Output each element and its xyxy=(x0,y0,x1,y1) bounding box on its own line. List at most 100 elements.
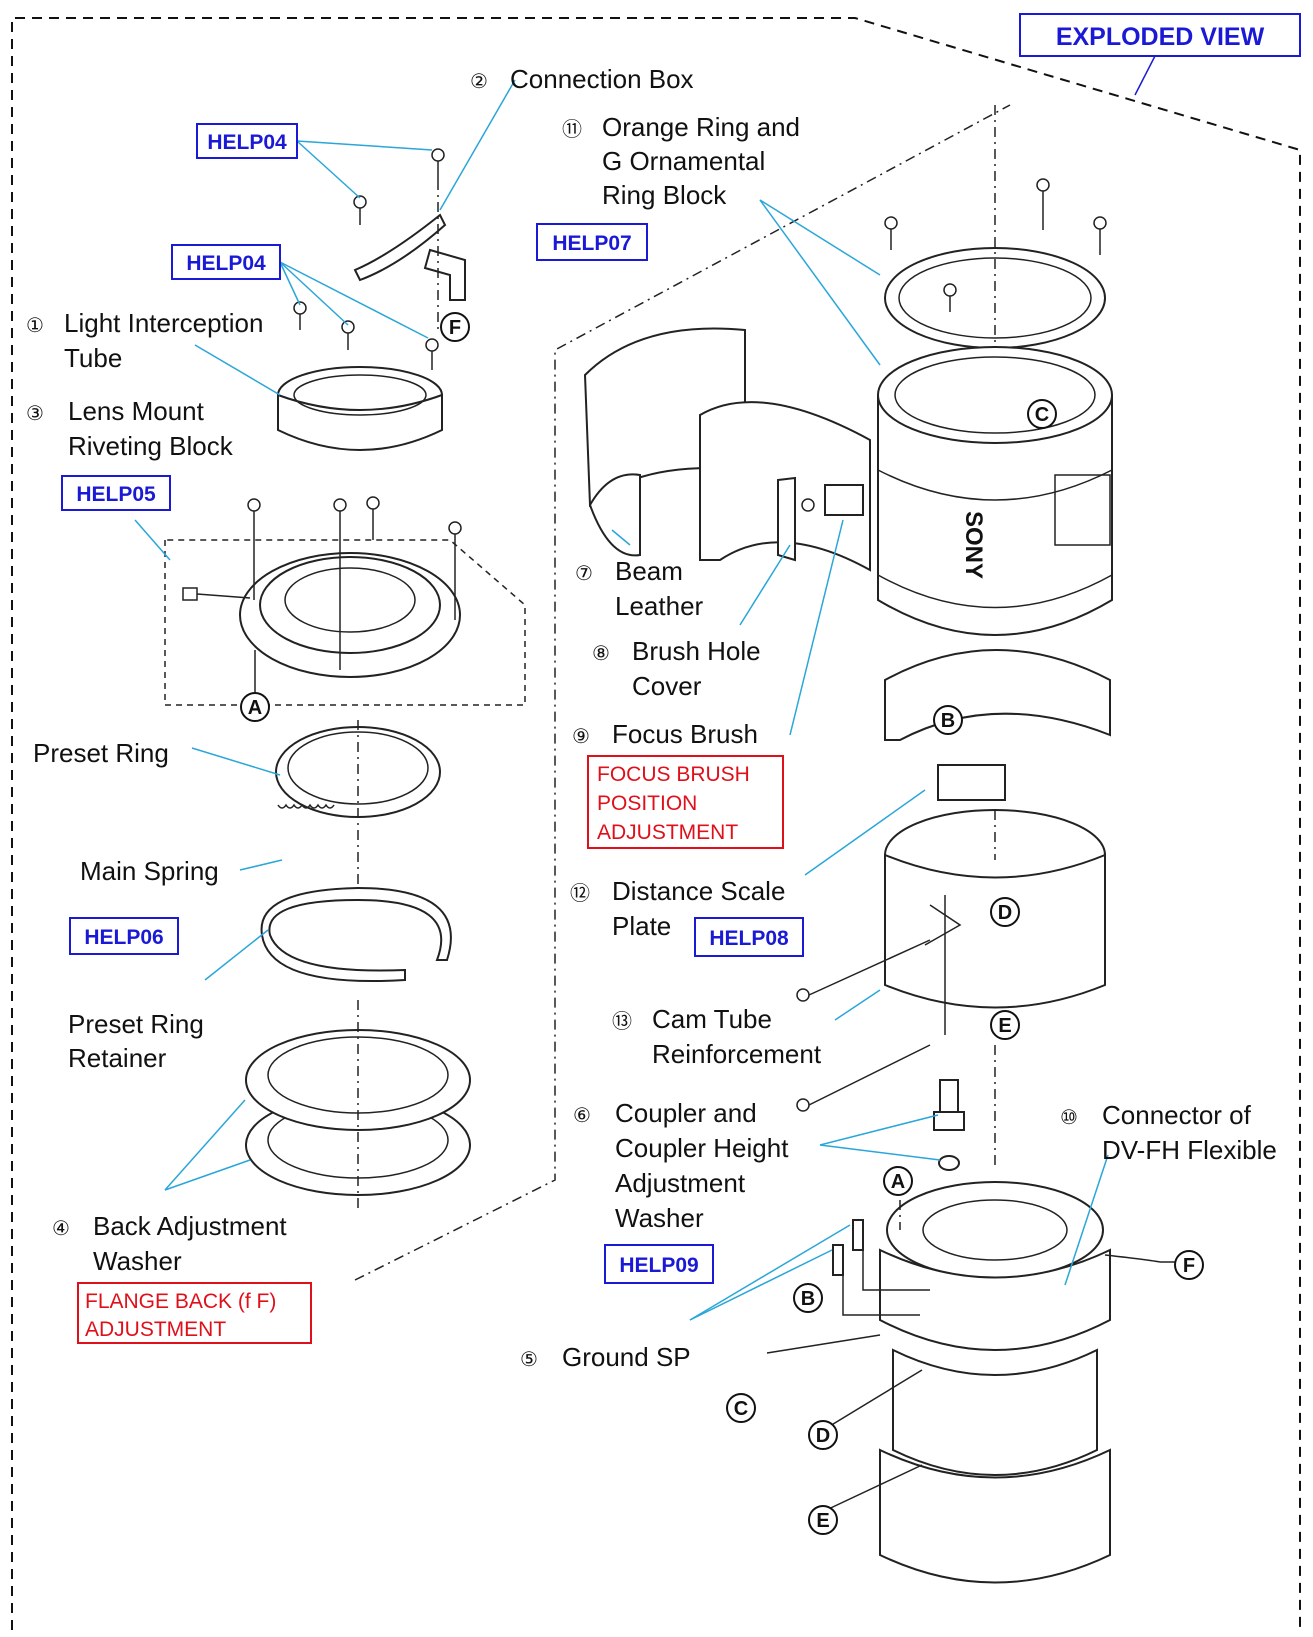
svg-text:Leather: Leather xyxy=(615,591,704,621)
svg-text:④: ④ xyxy=(52,1218,70,1240)
svg-text:⑫: ⑫ xyxy=(570,882,590,905)
cam-tube-part xyxy=(796,809,1106,1170)
help04-link-second[interactable]: HELP04 xyxy=(171,244,281,280)
svg-text:Connection Box: Connection Box xyxy=(510,64,694,94)
help09-link[interactable]: HELP09 xyxy=(604,1244,714,1284)
marker-c-bottom: C xyxy=(726,1393,756,1423)
svg-text:Focus Brush: Focus Brush xyxy=(612,719,758,749)
marker-e-top: E xyxy=(990,1010,1020,1040)
label-connection-box: ② Connection Box xyxy=(470,64,694,94)
focus-brush-position-adjustment-link[interactable]: FOCUS BRUSH POSITION ADJUSTMENT xyxy=(587,755,784,849)
label-coupler: ⑥ Coupler and Coupler Height Adjustment … xyxy=(573,1098,789,1233)
svg-text:⑨: ⑨ xyxy=(572,726,590,748)
main-spring-part xyxy=(277,803,335,809)
marker-b-bottom: B xyxy=(793,1283,823,1313)
label-light-interception-tube: ① Light Interception Tube xyxy=(26,308,263,373)
marker-d-top: D xyxy=(990,897,1020,927)
svg-text:D: D xyxy=(998,902,1012,924)
connection-box-part xyxy=(353,148,466,330)
marker-a-left: A xyxy=(240,692,270,722)
diagram-boundary xyxy=(11,17,1301,1630)
label-back-adjustment-washer: ④ Back Adjustment Washer xyxy=(52,1211,287,1276)
svg-text:POSITION: POSITION xyxy=(597,792,697,815)
label-preset-ring-retainer-2: Retainer xyxy=(68,1043,167,1073)
svg-text:FLANGE BACK (f F): FLANGE BACK (f F) xyxy=(85,1290,276,1313)
svg-text:Adjustment: Adjustment xyxy=(615,1168,746,1198)
label-main-spring: Main Spring xyxy=(80,856,219,886)
svg-text:HELP06: HELP06 xyxy=(84,926,163,949)
svg-text:FOCUS BRUSH: FOCUS BRUSH xyxy=(597,763,750,786)
svg-text:⑦: ⑦ xyxy=(575,563,593,585)
svg-text:Orange Ring and: Orange Ring and xyxy=(602,112,800,142)
label-orange-ring: ⑪ Orange Ring and G Ornamental Ring Bloc… xyxy=(562,112,800,210)
svg-text:B: B xyxy=(801,1288,815,1310)
help07-link[interactable]: HELP07 xyxy=(536,223,648,261)
marker-b-top: B xyxy=(933,705,963,735)
svg-text:Light Interception: Light Interception xyxy=(64,308,263,338)
coupler-part xyxy=(933,1079,965,1171)
help05-link[interactable]: HELP05 xyxy=(61,475,171,511)
beam-leather-part xyxy=(583,327,871,572)
svg-text:③: ③ xyxy=(26,403,44,425)
svg-text:⑪: ⑪ xyxy=(562,118,582,141)
marker-c-top: C xyxy=(1027,399,1057,429)
svg-text:Brush Hole: Brush Hole xyxy=(632,636,761,666)
help04-link-top[interactable]: HELP04 xyxy=(196,123,298,159)
svg-text:F: F xyxy=(1183,1255,1195,1277)
marker-f-bottom: F xyxy=(1174,1250,1204,1280)
base-barrel-part xyxy=(879,1181,1161,1584)
svg-text:⑩: ⑩ xyxy=(1060,1107,1078,1129)
svg-text:Cam Tube: Cam Tube xyxy=(652,1004,772,1034)
svg-text:E: E xyxy=(998,1015,1011,1037)
preset-ring-retainer-part xyxy=(260,886,452,983)
svg-text:Reinforcement: Reinforcement xyxy=(652,1039,822,1069)
svg-text:HELP08: HELP08 xyxy=(709,927,789,950)
marker-a-right: A xyxy=(883,1166,913,1196)
svg-text:Plate: Plate xyxy=(612,911,671,941)
svg-text:Riveting Block: Riveting Block xyxy=(68,431,234,461)
svg-text:Ring Block: Ring Block xyxy=(602,180,727,210)
svg-text:①: ① xyxy=(26,315,44,337)
svg-text:⑥: ⑥ xyxy=(573,1105,591,1127)
svg-text:Beam: Beam xyxy=(615,556,683,586)
flange-back-adjustment-link[interactable]: FLANGE BACK (f F) ADJUSTMENT xyxy=(77,1282,312,1344)
svg-text:HELP09: HELP09 xyxy=(619,1254,698,1277)
help08-link[interactable]: HELP08 xyxy=(694,917,804,957)
label-cam-tube-reinforcement: ⑬ Cam Tube Reinforcement xyxy=(612,1004,822,1069)
leader-lines xyxy=(134,79,1109,1321)
svg-text:Cover: Cover xyxy=(632,671,702,701)
svg-text:HELP04: HELP04 xyxy=(207,131,287,154)
svg-text:A: A xyxy=(248,697,262,719)
label-distance-scale-plate: ⑫ Distance Scale Plate xyxy=(570,876,785,941)
preset-ring-part xyxy=(275,720,441,900)
marker-d-bottom: D xyxy=(808,1420,838,1450)
title-text: EXPLODED VIEW xyxy=(1056,23,1265,51)
svg-text:HELP05: HELP05 xyxy=(76,483,156,506)
marker-e-bottom: E xyxy=(808,1505,838,1535)
label-preset-ring: Preset Ring xyxy=(33,738,169,768)
svg-text:ADJUSTMENT: ADJUSTMENT xyxy=(597,821,738,844)
svg-text:ADJUSTMENT: ADJUSTMENT xyxy=(85,1318,226,1341)
svg-text:Washer: Washer xyxy=(93,1246,182,1276)
svg-text:Distance Scale: Distance Scale xyxy=(612,876,785,906)
svg-text:B: B xyxy=(941,710,955,732)
label-focus-brush: ⑨ Focus Brush xyxy=(572,719,758,749)
label-ground-sp: ⑤ Ground SP xyxy=(520,1342,691,1372)
exploded-view-title: EXPLODED VIEW xyxy=(1019,13,1301,96)
letter-leaders xyxy=(254,650,1175,1514)
svg-text:Coupler Height: Coupler Height xyxy=(615,1133,789,1163)
label-beam-leather: ⑦ Beam Leather xyxy=(575,556,704,621)
help06-link[interactable]: HELP06 xyxy=(69,917,179,955)
marker-f-top: F xyxy=(440,312,470,342)
focus-brush-part xyxy=(777,476,864,562)
svg-text:Ground SP: Ground SP xyxy=(562,1342,691,1372)
svg-text:A: A xyxy=(891,1171,905,1193)
label-brush-hole-cover: ⑧ Brush Hole Cover xyxy=(592,636,761,701)
svg-text:D: D xyxy=(816,1425,830,1447)
svg-text:DV-FH Flexible: DV-FH Flexible xyxy=(1102,1135,1277,1165)
svg-text:Washer: Washer xyxy=(615,1203,704,1233)
lens-mount-riveting-block-part xyxy=(164,496,526,706)
svg-text:⑬: ⑬ xyxy=(612,1010,632,1033)
back-adjustment-washer-part xyxy=(245,1000,471,1210)
svg-text:C: C xyxy=(734,1398,748,1420)
